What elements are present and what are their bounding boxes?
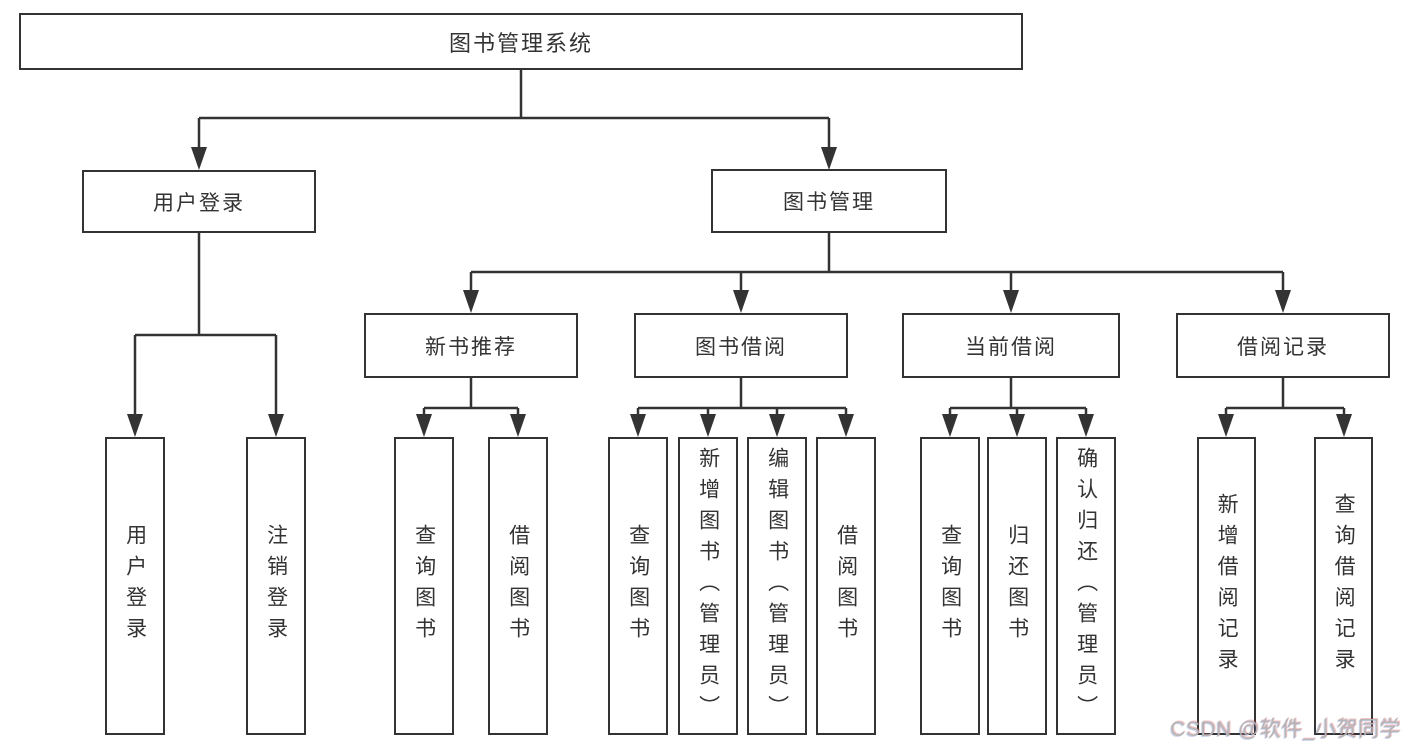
leaf-return-book-label: 归还图书 — [1005, 524, 1029, 648]
leaf-query-books-borrowing-label: 查询图书 — [626, 524, 650, 648]
arrow-down-icon — [1218, 414, 1234, 437]
leaf-query-borrow-record-label: 查询借阅记录 — [1332, 493, 1356, 679]
arrow-down-icon — [510, 414, 526, 437]
arrow-down-icon — [821, 147, 837, 170]
arrow-down-icon — [733, 290, 749, 313]
leaf-add-book-admin-label: 新增图书（管理员） — [696, 446, 720, 726]
leaf-borrow-books-borrowing: 借阅图书 — [816, 437, 876, 735]
node-book-borrowing: 图书借阅 — [634, 313, 848, 378]
arrow-down-icon — [416, 414, 432, 437]
arrow-down-icon — [268, 414, 284, 437]
leaf-user-login: 用户登录 — [105, 437, 165, 735]
arrow-down-icon — [700, 414, 716, 437]
node-book-management: 图书管理 — [711, 169, 947, 233]
leaf-query-borrow-record: 查询借阅记录 — [1314, 437, 1373, 735]
leaf-return-book: 归还图书 — [987, 437, 1047, 735]
node-book-management-label: 图书管理 — [783, 191, 875, 214]
arrow-down-icon — [463, 290, 479, 313]
leaf-add-book-admin: 新增图书（管理员） — [678, 437, 738, 735]
arrow-down-icon — [1336, 414, 1352, 437]
leaf-confirm-return-admin: 确认归还（管理员） — [1056, 437, 1116, 735]
leaf-query-books-current-label: 查询图书 — [938, 524, 962, 648]
leaf-query-books-current: 查询图书 — [920, 437, 980, 735]
node-user-login: 用户登录 — [82, 170, 316, 233]
arrow-down-icon — [769, 414, 785, 437]
leaf-borrow-books-recommend-label: 借阅图书 — [506, 524, 530, 648]
arrow-down-icon — [1078, 414, 1094, 437]
leaf-query-books-recommend: 查询图书 — [394, 437, 454, 735]
leaf-confirm-return-admin-label: 确认归还（管理员） — [1074, 446, 1098, 726]
leaf-edit-book-admin: 编辑图书（管理员） — [747, 437, 807, 735]
node-borrowing-records-label: 借阅记录 — [1237, 335, 1329, 359]
node-user-login-label: 用户登录 — [153, 191, 245, 215]
arrow-down-icon — [127, 414, 143, 437]
node-book-borrowing-label: 图书借阅 — [695, 335, 787, 359]
leaf-logout-label: 注销登录 — [264, 524, 288, 648]
arrow-down-icon — [191, 147, 207, 170]
leaf-borrow-books-borrowing-label: 借阅图书 — [834, 524, 858, 648]
leaf-user-login-label: 用户登录 — [123, 524, 147, 648]
leaf-query-books-recommend-label: 查询图书 — [412, 524, 436, 648]
node-borrowing-records: 借阅记录 — [1176, 313, 1390, 378]
node-new-book-recommendation-label: 新书推荐 — [425, 335, 517, 359]
leaf-query-books-borrowing: 查询图书 — [608, 437, 668, 735]
node-current-borrowing: 当前借阅 — [902, 313, 1120, 378]
arrow-down-icon — [630, 414, 646, 437]
node-root-label: 图书管理系统 — [448, 30, 593, 56]
arrow-down-icon — [838, 414, 854, 437]
leaf-logout: 注销登录 — [246, 437, 306, 735]
leaf-borrow-books-recommend: 借阅图书 — [488, 437, 548, 735]
leaf-edit-book-admin-label: 编辑图书（管理员） — [765, 446, 789, 726]
node-current-borrowing-label: 当前借阅 — [965, 335, 1057, 359]
arrow-down-icon — [942, 414, 958, 437]
leaf-add-borrow-record: 新增借阅记录 — [1197, 437, 1256, 735]
node-root: 图书管理系统 — [19, 13, 1023, 70]
node-new-book-recommendation: 新书推荐 — [364, 313, 578, 378]
arrow-down-icon — [1275, 290, 1291, 313]
arrow-down-icon — [1009, 414, 1025, 437]
arrow-down-icon — [1003, 290, 1019, 313]
leaf-add-borrow-record-label: 新增借阅记录 — [1215, 493, 1239, 679]
watermark-text: CSDN @软件_小贺同学 — [1170, 718, 1401, 741]
tree-edges — [133, 70, 1346, 417]
